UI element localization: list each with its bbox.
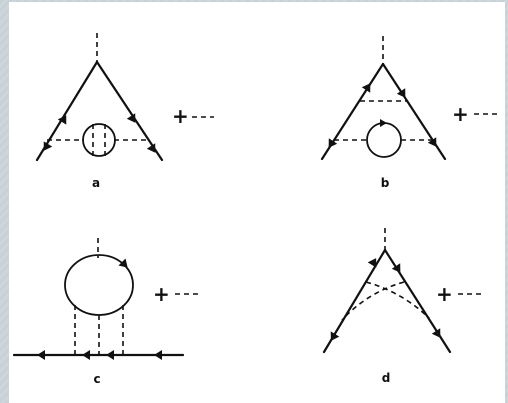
diagram-label-d: d bbox=[382, 371, 391, 385]
arrow-icon bbox=[43, 141, 53, 151]
arrow-icon bbox=[427, 137, 437, 147]
plus-sign: + bbox=[153, 282, 170, 306]
boson-line bbox=[365, 281, 430, 319]
arrow-icon bbox=[154, 350, 162, 360]
arrow-icon bbox=[330, 331, 340, 341]
arrow-icon bbox=[391, 263, 401, 273]
diagram-label-b: b bbox=[381, 176, 390, 190]
arrow-icon bbox=[118, 258, 128, 268]
arrow-icon bbox=[328, 138, 338, 148]
diagram-label-a: a bbox=[92, 176, 100, 190]
arrow-icon bbox=[57, 115, 67, 125]
diagram-a: + a bbox=[35, 33, 214, 190]
arrow-icon bbox=[361, 83, 371, 93]
arrow-icon bbox=[126, 113, 136, 123]
diagram-label-c: c bbox=[93, 372, 100, 386]
arrow-icon bbox=[380, 119, 387, 127]
fermion-line-right bbox=[95, 60, 164, 162]
arrow-icon bbox=[106, 350, 114, 360]
plus-sign: + bbox=[452, 102, 469, 126]
plus-sign: + bbox=[436, 282, 453, 306]
diagram-d: + d bbox=[322, 228, 482, 385]
boson-line bbox=[341, 281, 405, 321]
arrow-icon bbox=[146, 143, 156, 153]
arrow-icon bbox=[396, 88, 406, 98]
diagram-c: + c bbox=[12, 238, 200, 386]
arrow-icon bbox=[37, 350, 45, 360]
arrow-icon bbox=[431, 328, 441, 338]
arrow-icon bbox=[367, 258, 377, 268]
diagram-b: + b bbox=[320, 36, 497, 190]
fermion-loop bbox=[366, 122, 402, 158]
arrow-icon bbox=[82, 350, 90, 360]
plus-sign: + bbox=[172, 104, 189, 128]
fermion-loop bbox=[82, 123, 116, 157]
